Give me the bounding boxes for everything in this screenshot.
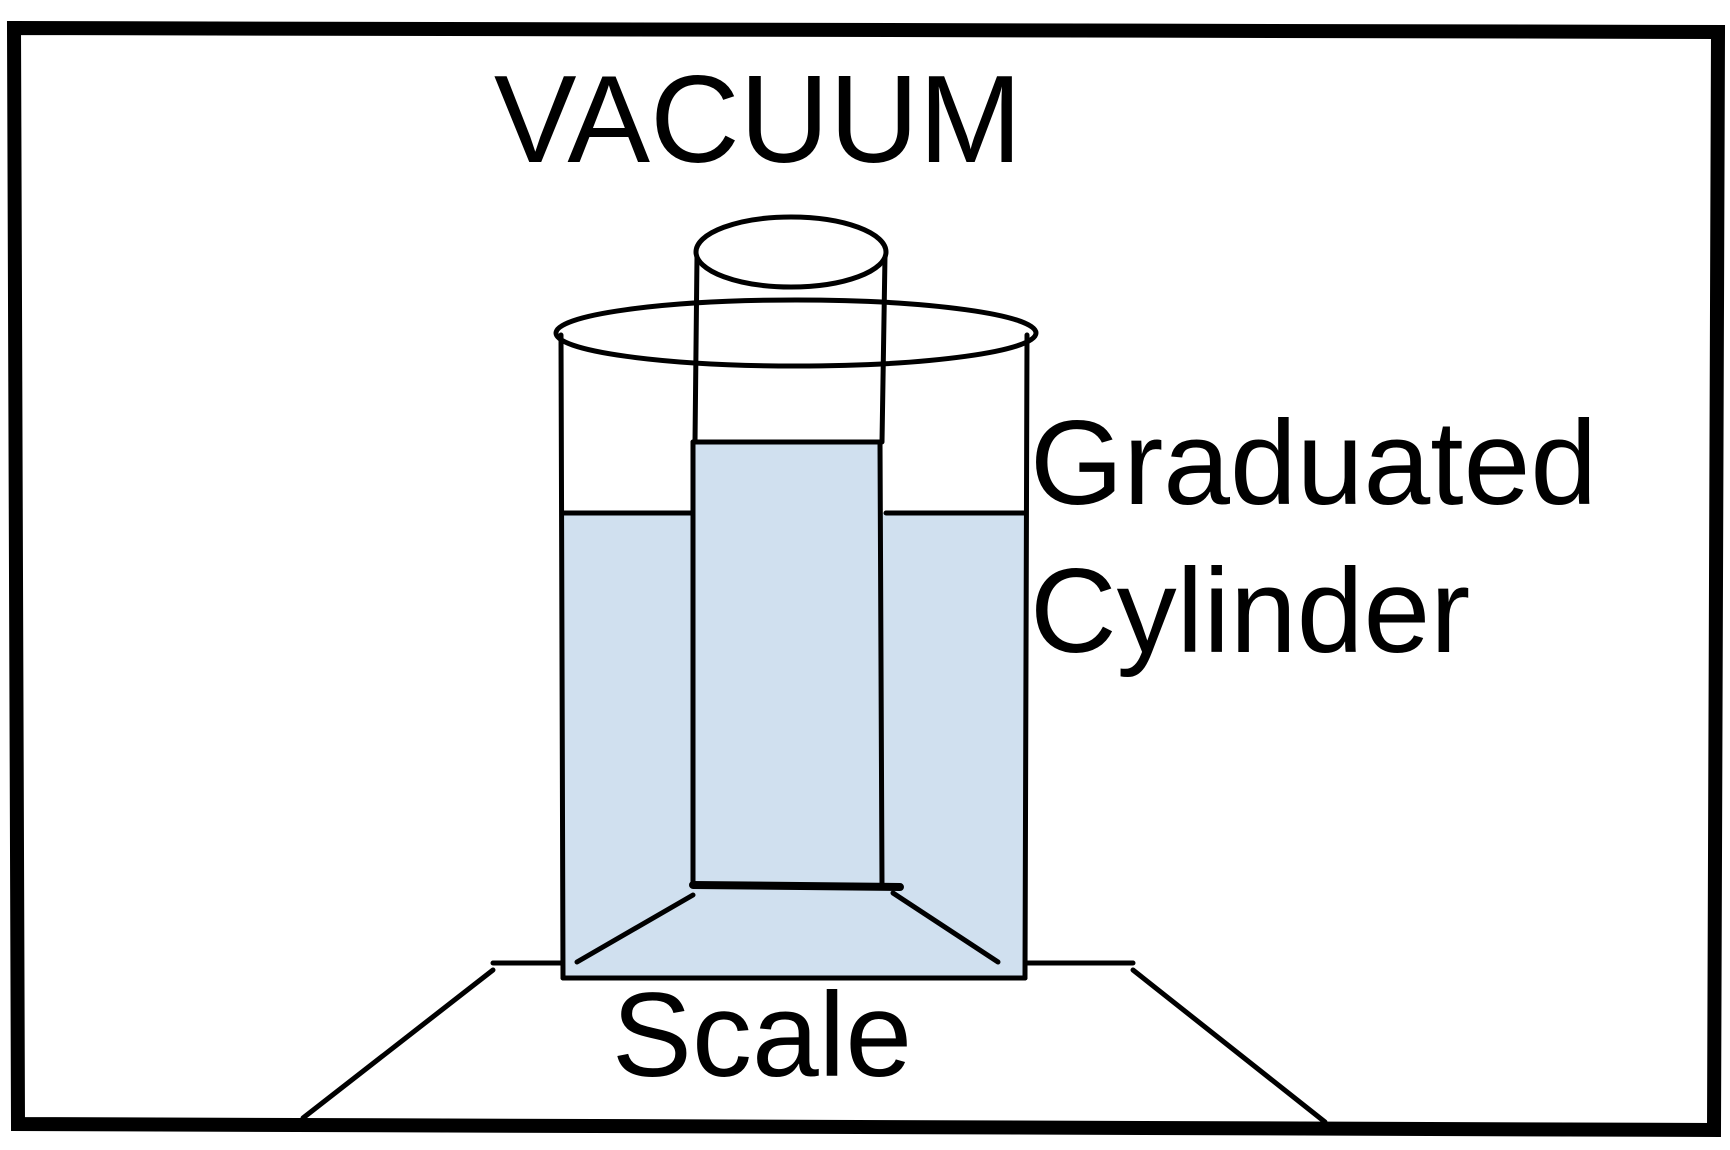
cylinder-stand-left [574,892,696,965]
outer-beaker-left-wall [558,332,566,981]
cylinder-stand-right [890,890,1001,965]
cylinder-right-wall-upper [879,253,888,445]
vacuum-chamber-border [6,20,1726,1138]
outer-beaker-rim [553,297,1039,369]
outer-beaker-right-wall [1022,332,1030,981]
cylinder-right-wall [877,439,885,888]
cylinder-bottom [689,881,904,891]
scale-label: Scale [612,968,912,1102]
cylinder-water-column [693,442,880,885]
scale-left-leg [300,967,496,1121]
graduated-cylinder-label-line1: Graduated [1030,396,1597,530]
cylinder-left-wall-upper [692,253,700,445]
graduated-cylinder [574,253,1001,965]
vacuum-label: VACUUM [494,51,1022,189]
scale-platform [300,960,1328,1125]
cylinder-top-opening [693,214,889,290]
scale-right-leg [1130,967,1328,1125]
outer-beaker [558,332,1030,981]
graduated-cylinder-label-line2: Cylinder [1030,544,1470,678]
